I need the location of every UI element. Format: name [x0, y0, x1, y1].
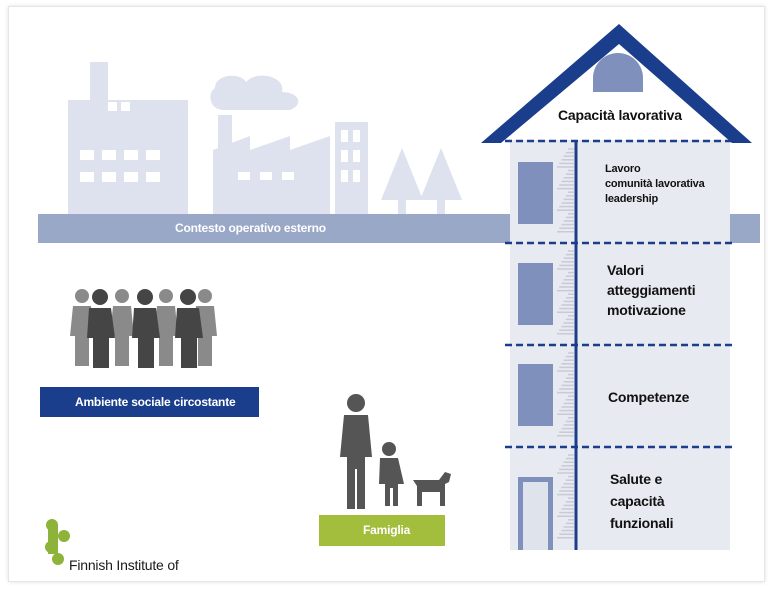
- house: [481, 24, 752, 550]
- city-windows: [80, 102, 360, 182]
- logo-text: Finnish Institute of: [69, 557, 179, 573]
- factory-smoke-cloud: [210, 75, 299, 110]
- house-roof: [481, 24, 752, 143]
- tick-marks: [557, 148, 574, 539]
- attic-window: [593, 53, 643, 92]
- house-door: [523, 482, 548, 550]
- crowd-people-icon: [70, 289, 217, 368]
- finnish-institute-logo-icon: [45, 519, 70, 565]
- social-bar-label: Ambiente sociale circostante: [75, 395, 236, 409]
- tree-2: [420, 148, 462, 200]
- roof-label: Capacità lavorativa: [558, 107, 682, 123]
- city-chimney-left: [90, 62, 108, 102]
- family-icon: [340, 394, 451, 509]
- floor-dividers: [505, 139, 733, 449]
- social-bar: [40, 387, 259, 417]
- floor-3-label: Competenze: [608, 389, 690, 405]
- floor-4-label: Salute e capacità funzionali: [610, 471, 674, 531]
- context-bar-label: Contesto operativo esterno: [175, 221, 326, 235]
- family-bar: [319, 515, 445, 546]
- floor-1-label: Lavoro comunità lavorativa leadership: [605, 163, 705, 205]
- city-tower: [335, 122, 368, 215]
- city-skyline-illustration: [68, 62, 462, 215]
- floor-2-label: Valori atteggiamenti motivazione: [607, 262, 696, 318]
- family-bar-label: Famiglia: [363, 523, 411, 537]
- tree-1: [381, 148, 423, 200]
